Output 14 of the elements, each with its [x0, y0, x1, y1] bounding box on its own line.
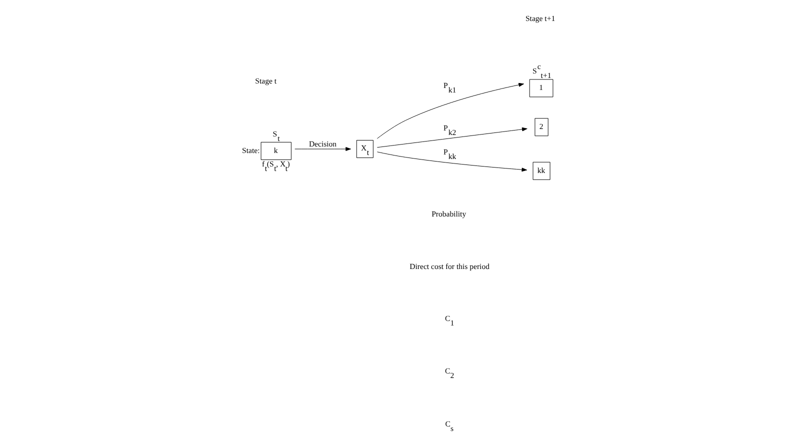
edge-label: Decision	[308, 139, 337, 148]
node-box: kk	[532, 162, 550, 180]
label: Direct cost for this period	[410, 262, 490, 272]
arrow	[376, 82, 524, 139]
label: Probability	[432, 210, 466, 219]
arrow	[294, 147, 351, 151]
node-box: k	[260, 142, 292, 160]
arrow	[376, 152, 528, 172]
arrow	[376, 127, 528, 148]
node-label: State:	[242, 146, 260, 155]
node-box: 1	[529, 79, 554, 98]
node-box: 2	[534, 118, 548, 136]
label: Stage t+1	[525, 14, 556, 23]
label: Stage t	[255, 76, 277, 86]
